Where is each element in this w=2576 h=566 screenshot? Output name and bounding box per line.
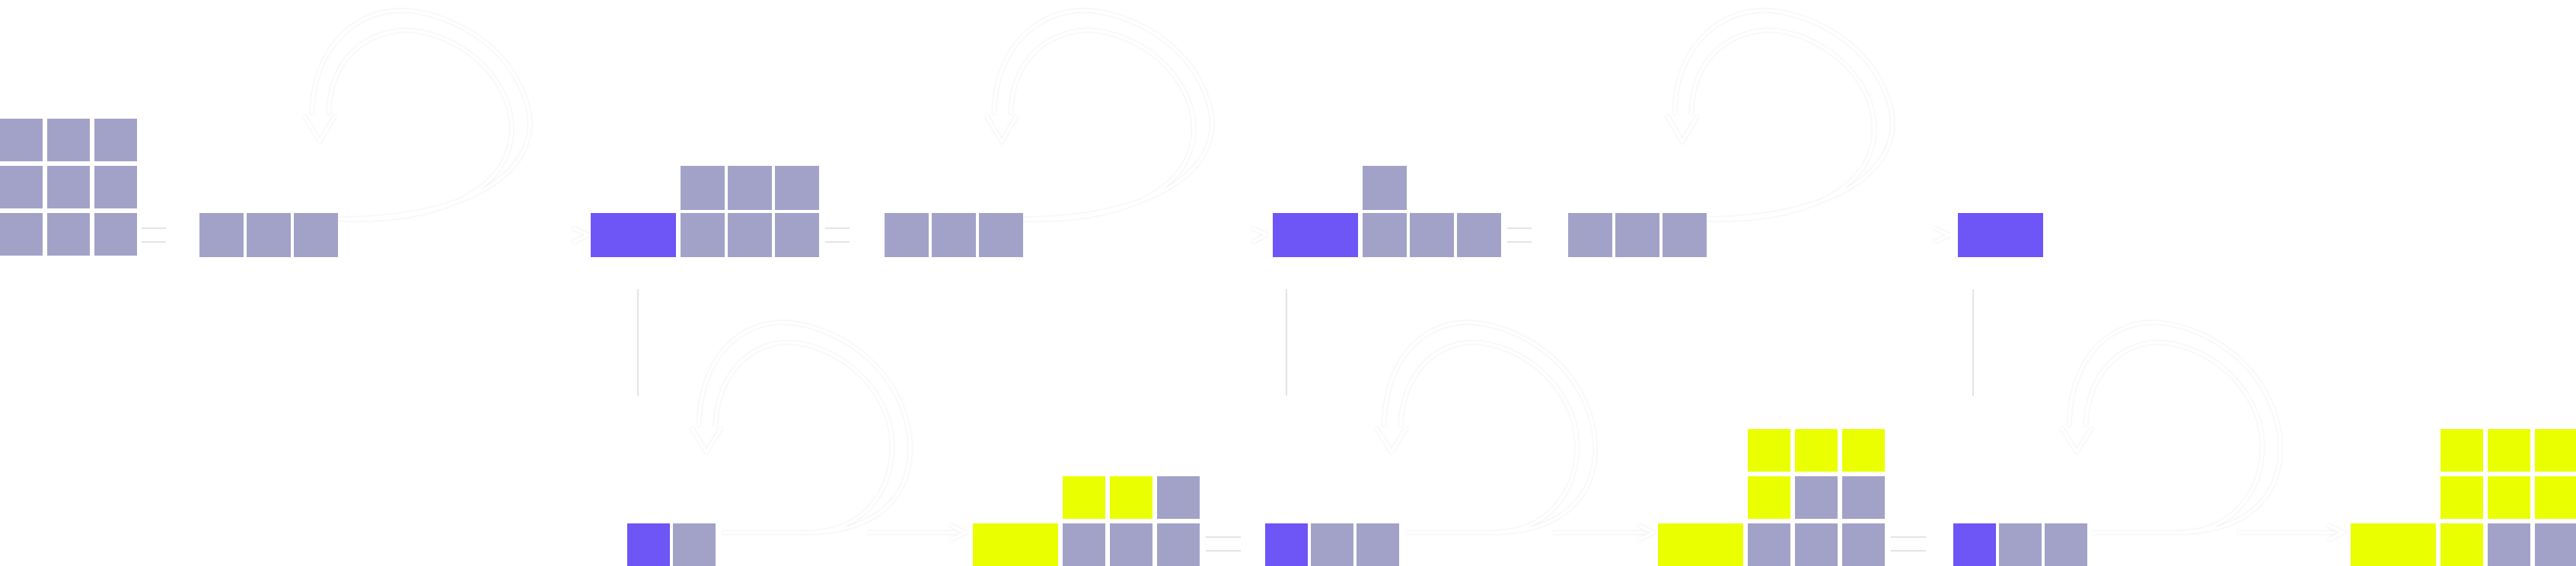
vertical-connectors bbox=[637, 289, 1974, 396]
grid-cell bbox=[47, 213, 90, 256]
grid-cell bbox=[47, 166, 90, 208]
bottom-bar-2 bbox=[1265, 523, 1399, 566]
grid-cell bbox=[0, 119, 43, 161]
grid-cell bbox=[94, 119, 137, 161]
bottom-stage-3-result bbox=[2351, 429, 2576, 566]
loop-arrow-2 bbox=[985, 8, 1214, 221]
loop-arrow-4 bbox=[690, 320, 969, 542]
grid-cell bbox=[94, 213, 137, 256]
grid-cell bbox=[0, 166, 43, 208]
loop-arrow-3 bbox=[1666, 8, 1895, 221]
loop-arrow-5 bbox=[1375, 320, 1657, 542]
connector-arrows-top-2 bbox=[825, 226, 1270, 244]
connector-arrows-top-3 bbox=[1507, 226, 1953, 244]
top-grid-3x3 bbox=[0, 119, 137, 256]
bottom-bar-3 bbox=[1953, 523, 2087, 566]
loop-arrow-1 bbox=[303, 8, 532, 221]
connector-bottom-2 bbox=[1891, 536, 1926, 552]
connector-arrows-top bbox=[142, 226, 591, 244]
bottom-bar-1 bbox=[627, 523, 716, 566]
top-stage-2-blocks bbox=[591, 166, 819, 257]
top-stage-4-blocks bbox=[1958, 213, 2043, 257]
grid-cell bbox=[94, 166, 137, 208]
top-bar-2 bbox=[885, 213, 1023, 257]
grid-cell bbox=[0, 213, 43, 256]
top-bar-3 bbox=[1568, 213, 1707, 257]
top-stage-3-blocks bbox=[1273, 166, 1501, 257]
bottom-stage-1-result bbox=[973, 476, 1200, 566]
loop-arrow-6 bbox=[2060, 320, 2347, 542]
top-bar-1 bbox=[199, 213, 338, 257]
connector-bottom-1 bbox=[1206, 536, 1241, 552]
bottom-stage-2-result bbox=[1658, 429, 1885, 566]
grid-cell bbox=[47, 119, 90, 161]
